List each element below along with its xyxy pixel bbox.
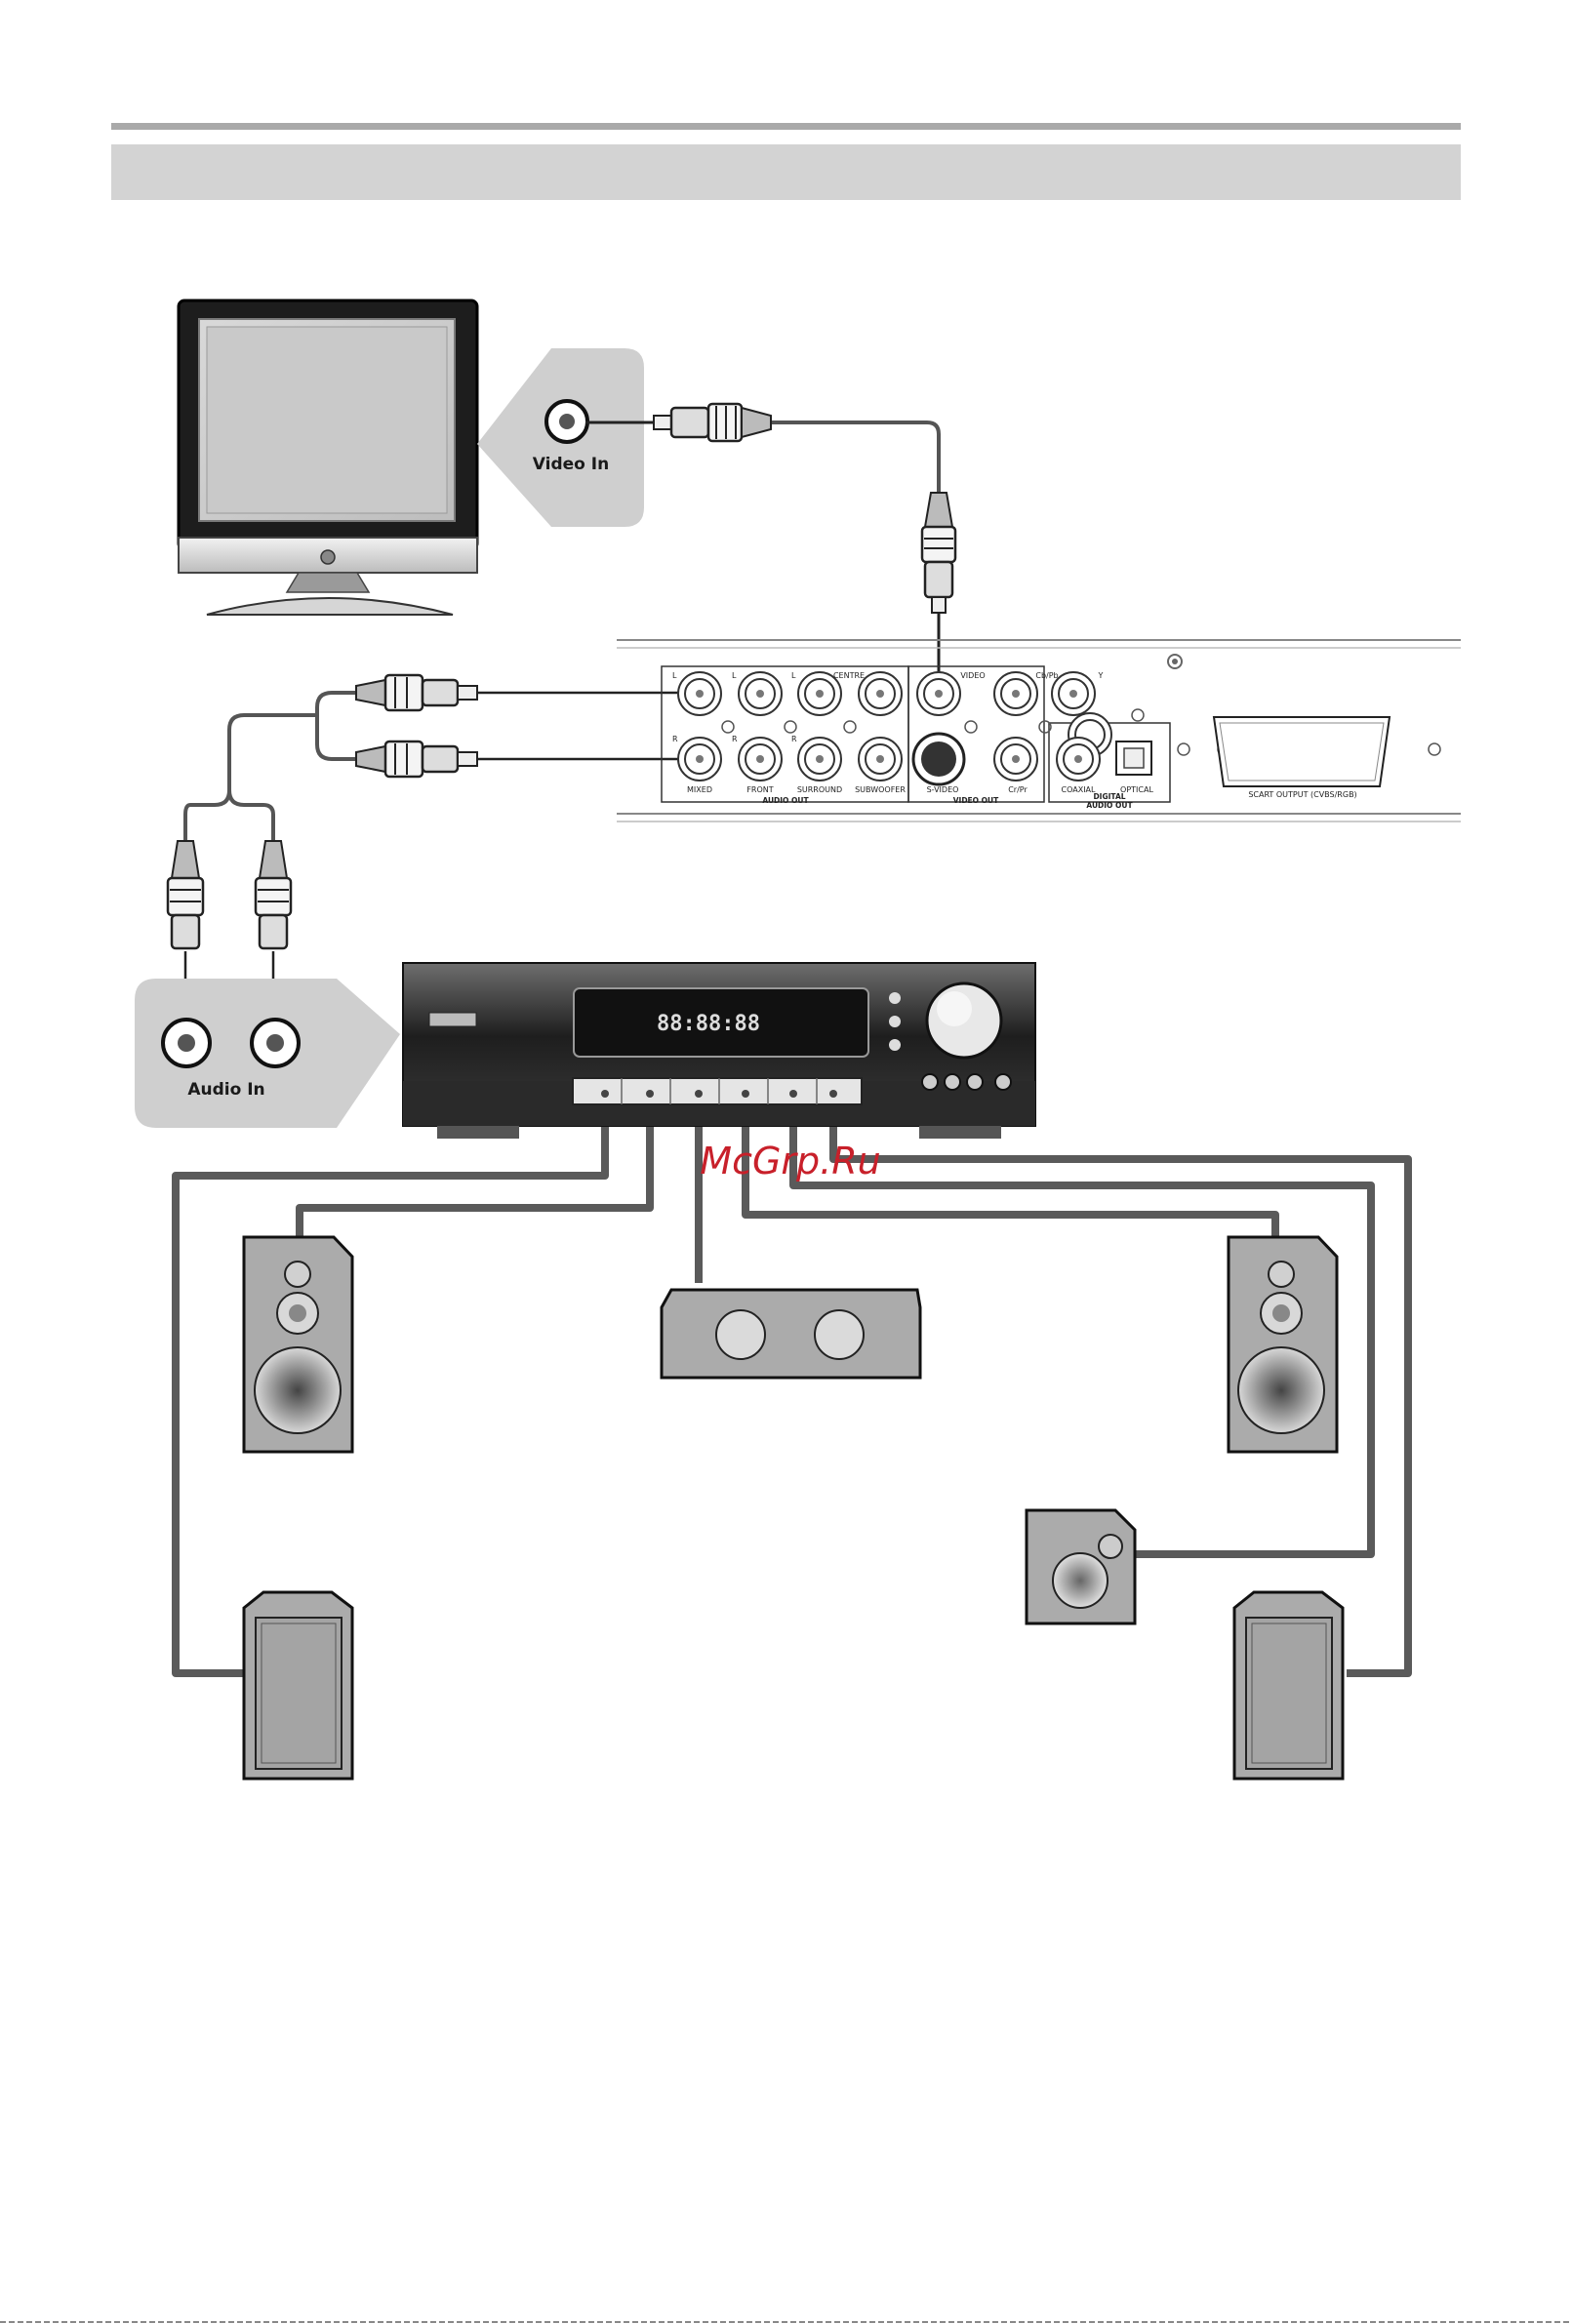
panel-label-coaxial: COAXIAL <box>1062 785 1097 794</box>
tv-set <box>179 301 477 615</box>
subwoofer <box>1027 1510 1135 1623</box>
panel-label-s-video: S-VIDEO <box>927 785 959 794</box>
panel-label-centre: CENTRE <box>833 671 865 680</box>
panel-label-video-out: VIDEO OUT <box>953 796 999 805</box>
scart-connector <box>1214 717 1390 786</box>
av-receiver: 88:88:88 <box>403 963 1035 1139</box>
panel-label-r3: R <box>791 735 797 743</box>
video-plug-tv <box>654 404 771 441</box>
front-left-speaker <box>244 1237 352 1452</box>
video-in-label: Video In <box>533 455 609 474</box>
panel-label-l3: L <box>791 671 796 680</box>
header-bar <box>111 144 1461 200</box>
video-in-callout: Video In <box>477 348 644 527</box>
audio-plug-bottom <box>356 741 477 777</box>
top-rule <box>111 123 1461 130</box>
dvd-rear-panel: L L L CENTRE VIDEO Cb/Pb Y R R R MIXED F… <box>617 640 1461 821</box>
panel-label-scart: SCART OUTPUT (CVBS/RGB) <box>1248 790 1356 799</box>
panel-label-y: Y <box>1098 671 1104 680</box>
audio-in-label: Audio In <box>187 1080 264 1100</box>
panel-label-l1: L <box>672 671 677 680</box>
panel-label-cbpb: Cb/Pb <box>1035 671 1058 680</box>
surround-right-speaker <box>1234 1592 1343 1779</box>
panel-label-crpr: Cr/Pr <box>1008 785 1028 794</box>
panel-label-digital-audio-out: AUDIO OUT <box>1086 801 1133 810</box>
audio-plug-top <box>356 675 477 710</box>
panel-label-r1: R <box>672 735 678 743</box>
panel-label-front: FRONT <box>746 785 773 794</box>
amp-plug-right <box>256 841 291 948</box>
receiver-display-text: 88:88:88 <box>657 1012 760 1036</box>
panel-label-surround: SURROUND <box>797 785 842 794</box>
amp-plug-left <box>168 841 203 948</box>
wire-surround-left <box>176 1091 605 1673</box>
panel-label-mixed: MIXED <box>687 785 712 794</box>
panel-label-video: VIDEO <box>960 671 985 680</box>
panel-label-r2: R <box>732 735 738 743</box>
video-plug-player <box>922 493 955 613</box>
panel-label-audio-out: AUDIO OUT <box>762 796 809 805</box>
panel-label-digital: DIGITAL <box>1093 792 1125 801</box>
front-right-speaker <box>1229 1237 1337 1452</box>
panel-label-subwoofer: SUBWOOFER <box>855 785 906 794</box>
audio-in-callout: Audio In <box>135 979 400 1128</box>
watermark: McGrp.Ru <box>700 1140 880 1182</box>
center-speaker <box>662 1290 920 1378</box>
panel-label-l2: L <box>732 671 737 680</box>
surround-left-speaker <box>244 1592 352 1779</box>
